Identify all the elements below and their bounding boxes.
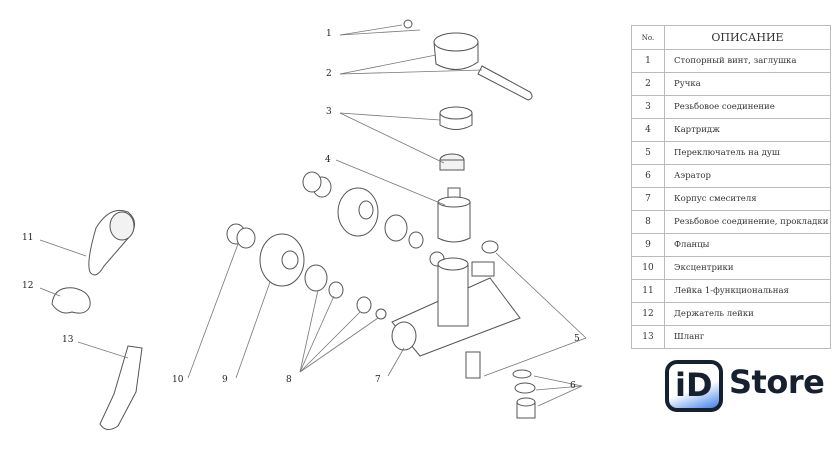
- row-description: Шланг: [664, 325, 831, 349]
- callout-10: 10: [172, 375, 184, 385]
- row-description: Держатель лейки: [664, 302, 831, 326]
- part-13-hose: [77, 341, 143, 430]
- callout-3: 3: [326, 107, 332, 117]
- logo-id-text: iD: [675, 366, 713, 404]
- callout-9: 9: [222, 375, 228, 385]
- row-description: Резьбовое соединение, прокладки: [664, 210, 831, 234]
- logo-store-text: Store: [729, 363, 825, 401]
- row-description: Резьбовое соединение: [664, 95, 831, 119]
- row-no: 10: [631, 256, 665, 280]
- callout-2: 2: [326, 69, 332, 79]
- callout-11: 11: [22, 233, 33, 243]
- row-description: Переключатель на душ: [664, 141, 831, 165]
- exploded-diagram: 1 2 3 4 5 6 7 8 9 10 11 12 13: [22, 19, 587, 430]
- part-3-thread: [339, 106, 473, 171]
- header-no: No.: [631, 25, 665, 50]
- row-no: 9: [631, 233, 665, 257]
- header-description: ОПИСАНИЕ: [664, 25, 831, 50]
- row-no: 1: [631, 49, 665, 73]
- callout-12: 12: [22, 281, 33, 291]
- row-no: 12: [631, 302, 665, 326]
- row-no: 5: [631, 141, 665, 165]
- row-no: 2: [631, 72, 665, 96]
- row-description: Фланцы: [664, 233, 831, 257]
- part-9-flange: [235, 233, 305, 379]
- parts-upper-flanges: [302, 171, 445, 267]
- part-1-screw: [339, 19, 421, 36]
- table-header: No. ОПИСАНИЕ: [631, 25, 831, 50]
- part-4-cartridge: [335, 159, 471, 243]
- row-description: Ручка: [664, 72, 831, 96]
- callout-13: 13: [62, 335, 74, 345]
- idstore-logo: iD Store: [665, 359, 835, 414]
- row-description: Корпус смесителя: [664, 187, 831, 211]
- part-5-switch: [465, 240, 587, 379]
- part-8-thread-gaskets: [299, 264, 387, 373]
- part-12-holder: [39, 287, 91, 314]
- part-2-handle: [339, 32, 533, 101]
- row-no: 8: [631, 210, 665, 234]
- row-no: 13: [631, 325, 665, 349]
- part-11-shower-head: [39, 209, 135, 276]
- logo-badge: iD: [665, 360, 723, 412]
- row-description: Стопорный винт, заглушка: [664, 49, 831, 73]
- row-no: 7: [631, 187, 665, 211]
- row-description: Аэратор: [664, 164, 831, 188]
- callout-7: 7: [375, 375, 381, 385]
- part-10-eccentric: [187, 223, 256, 379]
- part-6-aerator: [512, 369, 583, 419]
- callout-5: 5: [574, 334, 580, 344]
- callout-4: 4: [325, 155, 331, 165]
- row-description: Эксцентрики: [664, 256, 831, 280]
- row-description: Лейка 1-функциональная: [664, 279, 831, 303]
- row-no: 11: [631, 279, 665, 303]
- callout-6: 6: [570, 381, 576, 391]
- row-description: Картридж: [664, 118, 831, 142]
- row-no: 3: [631, 95, 665, 119]
- callout-8: 8: [286, 375, 292, 385]
- row-no: 4: [631, 118, 665, 142]
- part-7-body: [387, 257, 521, 377]
- row-no: 6: [631, 164, 665, 188]
- callout-1: 1: [326, 29, 332, 39]
